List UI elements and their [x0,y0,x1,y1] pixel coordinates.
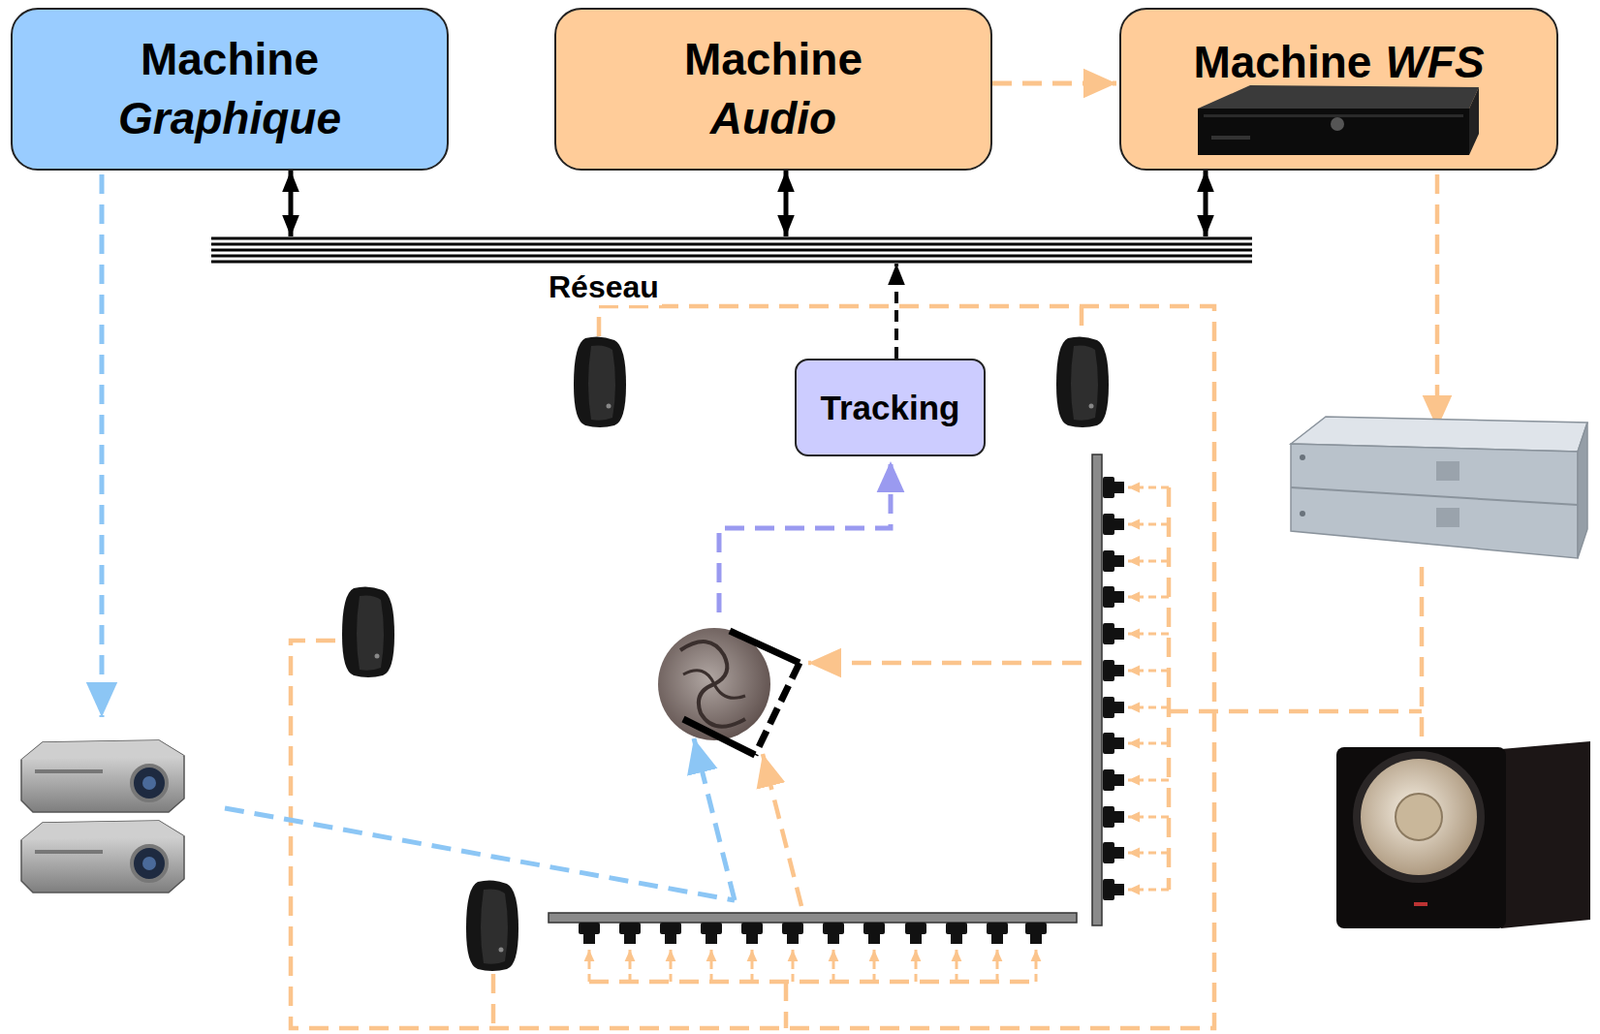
connector-arrow [992,81,1117,87]
video-path [101,174,735,901]
amplifier-rack [1290,416,1588,559]
connector-arrow [894,263,899,359]
node-label: Réseau [545,269,662,306]
surround-speakers [342,336,1109,972]
node-label: WFS [1384,34,1484,90]
projectors [21,740,185,893]
node-label: Machine [684,30,863,90]
listener-head [658,627,800,755]
node-label: Tracking [820,387,961,429]
audio-wiring [290,174,1438,1029]
wfs-server-illustration [1192,77,1483,161]
bus-lines [211,236,1253,264]
label-holder: Réseau [545,269,662,306]
node-label: Machine [140,30,319,90]
node-label: Machine [1192,34,1372,90]
machine-box: MachineGraphique [10,7,449,171]
network-bus: Réseau [211,236,1253,264]
tracking-box: Tracking [794,358,986,457]
connector-arrow [784,170,789,237]
speaker-arrays [548,454,1125,944]
subwoofer [1336,741,1591,929]
tracking-path [719,461,891,613]
node-label: Audio [710,89,837,149]
machine-box: MachineAudio [554,7,993,171]
connector-arrow [1203,170,1209,237]
driver-feeds [589,487,1169,982]
connector-arrow [288,170,294,237]
node-label: Graphique [118,89,342,149]
